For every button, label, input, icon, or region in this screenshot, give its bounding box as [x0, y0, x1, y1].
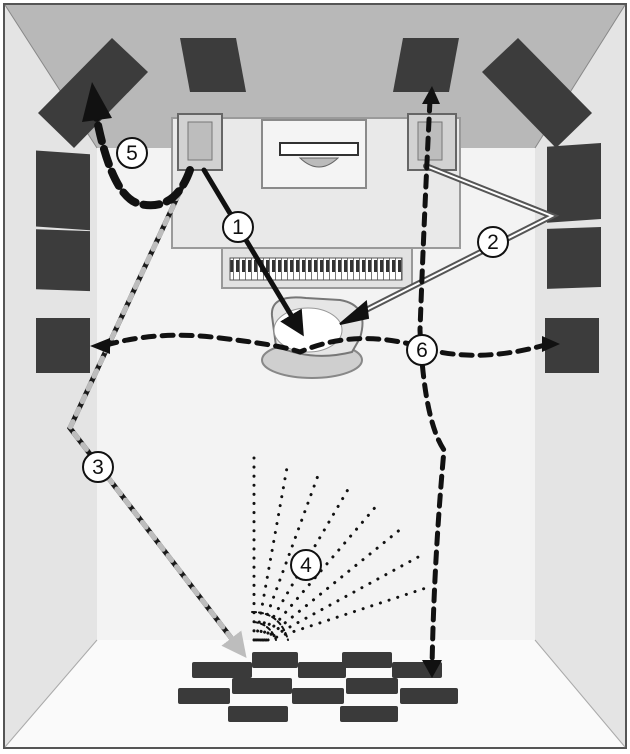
corner-panel-right: [482, 38, 592, 148]
diffuser-block: [232, 678, 292, 694]
floor-diffuser: [178, 652, 458, 722]
markers: 1 2 3 4 5 6: [82, 137, 509, 581]
marker-6: 6: [406, 334, 438, 366]
path-6-horizontal: [103, 332, 548, 358]
diffuser-block: [346, 678, 398, 694]
dispersion-wave: [251, 611, 289, 641]
marker-3: 3: [82, 451, 114, 483]
path-6-arrowhead-top: [422, 86, 440, 104]
dispersion-wave: [253, 621, 277, 641]
path-5: [92, 111, 194, 210]
piano-keys: [229, 257, 403, 281]
left-wall-panel-1: [36, 150, 90, 231]
path-6-vertical: [417, 97, 447, 671]
floor: [97, 148, 535, 640]
marker-4: 4: [290, 549, 322, 581]
dispersion-ray: [254, 460, 290, 642]
marker-1-label: 1: [232, 216, 244, 239]
monitor-base: [298, 157, 340, 168]
marker-5-label: 5: [126, 142, 138, 165]
path-6-arrowhead-bottom: [422, 660, 442, 678]
marker-5: 5: [116, 137, 148, 169]
diffuser-block: [340, 706, 398, 722]
dispersion-ray: [256, 468, 322, 642]
diffuser-block: [298, 662, 346, 678]
path-5-arrowhead: [82, 82, 112, 122]
acoustic-panels: [36, 38, 601, 373]
studio-desk: [171, 113, 461, 289]
speaker-left-woofer: [187, 121, 213, 161]
diffuser-block: [252, 652, 298, 668]
diffuser-block: [342, 652, 392, 668]
marker-6-label: 6: [416, 339, 428, 362]
marker-1: 1: [222, 211, 254, 243]
marker-3-label: 3: [92, 456, 104, 479]
ceiling-panel-left: [180, 38, 246, 92]
back-wall: [5, 5, 625, 148]
diffuser-block: [292, 688, 344, 704]
path-3-light: [67, 171, 247, 658]
left-wall-panel-3: [36, 318, 90, 373]
reflection-paths: [67, 82, 560, 678]
diffuser-block: [192, 662, 252, 678]
marker-4-label: 4: [300, 554, 312, 577]
marker-2: 2: [477, 226, 509, 258]
ceiling-panel-right: [393, 38, 459, 92]
diffuser-block: [400, 688, 458, 704]
path-6-arrowhead-right: [542, 336, 560, 352]
path-2-arrowhead: [339, 300, 370, 325]
right-wall-panel-2: [547, 227, 601, 289]
path-2-inner: [361, 165, 555, 313]
computer-monitor: [279, 142, 359, 156]
diffuser-block: [228, 706, 288, 722]
path-1: [201, 167, 304, 337]
dispersion-ray: [264, 554, 422, 642]
path-6-arrowhead-left: [90, 338, 110, 354]
right-wall-panel-1: [547, 142, 601, 223]
dispersion-ray: [266, 584, 434, 642]
marker-2-label: 2: [487, 231, 499, 254]
left-wall-panel-2: [36, 229, 90, 292]
diffuser-block: [178, 688, 230, 704]
dispersion-pattern: [251, 456, 434, 642]
